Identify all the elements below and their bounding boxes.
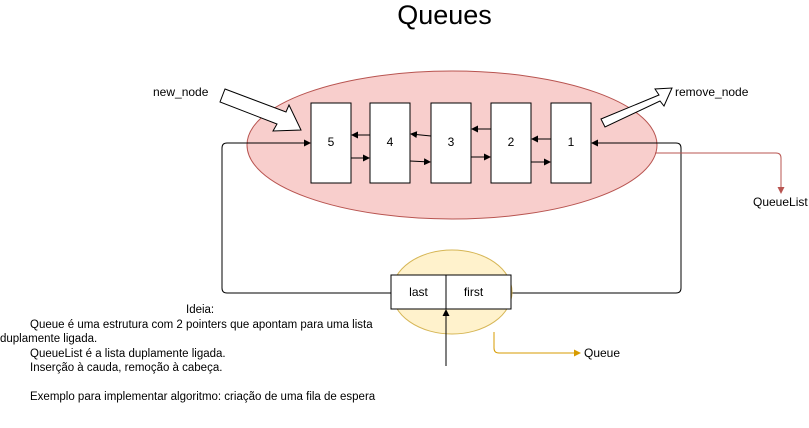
node-box-3	[430, 102, 472, 184]
remove-node-block-arrow	[600, 87, 673, 128]
queue-first-box	[445, 274, 512, 310]
node-label-3: 3	[447, 135, 455, 149]
notes-block: Ideia: Queue é uma estrutura com 2 point…	[0, 303, 375, 405]
prev-arrow-3-4	[410, 131, 432, 139]
notes-line-2: duplamente ligada.	[0, 333, 98, 345]
queue-last-box	[390, 274, 447, 310]
last-pointer-line	[221, 139, 391, 294]
new-node-label: new_node	[153, 85, 209, 99]
node-label-5: 5	[327, 135, 335, 149]
queuelist-arrow	[655, 152, 785, 194]
diagram-title: Queues	[397, 0, 492, 30]
notes-line-5: Exemplo para implementar algoritmo: cria…	[30, 391, 376, 403]
queuelist-label: QueueList	[753, 195, 808, 209]
notes-line-4: Inserção à cauda, remoção à cabeça.	[30, 362, 223, 374]
next-arrow-4-3	[409, 158, 431, 166]
queue-label: Queue	[584, 346, 621, 360]
queue-label-arrow	[493, 332, 581, 357]
notes-heading: Ideia:	[186, 304, 215, 316]
first-pointer-line	[511, 139, 682, 294]
remove-node-label: remove_node	[675, 85, 749, 99]
notes-line-3: QueueList é a lista duplamente ligada.	[30, 347, 226, 360]
queue-first-field: first	[463, 285, 484, 299]
node-box-5	[310, 102, 352, 184]
node-box-1	[550, 102, 592, 184]
node-label-1: 1	[567, 135, 575, 149]
node-label-2: 2	[507, 135, 515, 149]
node-box-2	[490, 102, 532, 184]
node-label-4: 4	[386, 135, 394, 149]
new-node-block-arrow	[219, 88, 302, 132]
node-box-4	[369, 102, 411, 184]
queue-last-field: last	[409, 285, 428, 299]
notes-line-1: Queue é uma estrutura com 2 pointers que…	[30, 318, 373, 331]
